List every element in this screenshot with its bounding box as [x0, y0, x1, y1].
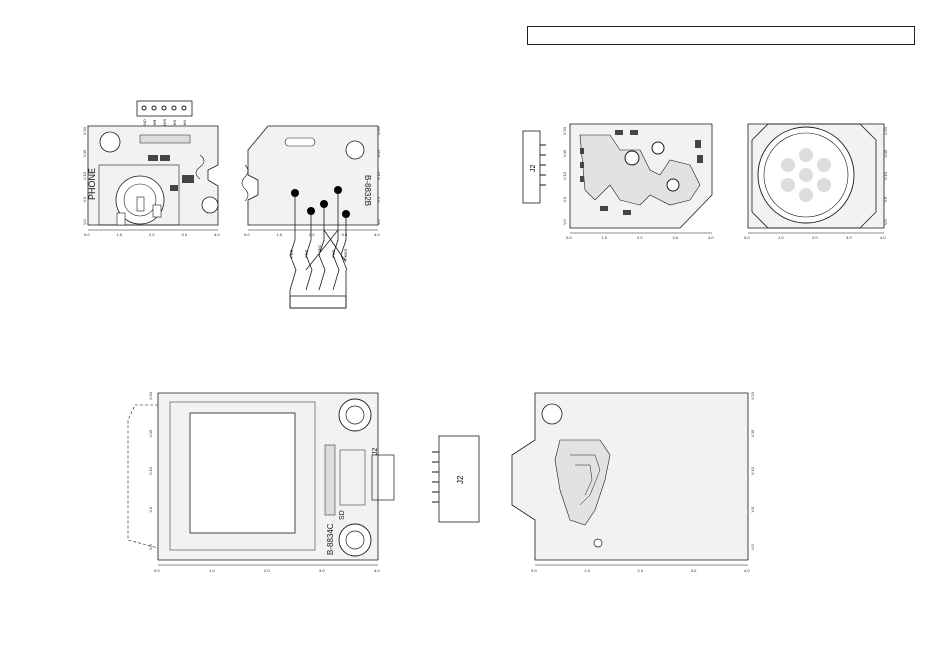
pin-label-1: GND [142, 119, 147, 128]
pin-label-4: PHS [172, 119, 177, 128]
tick-label: V.5 [148, 506, 153, 512]
tick-label: 3.0 [691, 568, 697, 573]
title-box [527, 26, 915, 45]
tick-label: 1.0 [778, 235, 784, 240]
tick-label: 0.0 [531, 568, 537, 573]
pcb-board-top-left-back: B-8832B [241, 125, 379, 231]
tick-label: 2.0 [264, 568, 270, 573]
tick-label: 4.0 [708, 235, 714, 240]
j2-label-middle: J2 [456, 475, 465, 484]
tick-label: V.0 [750, 544, 755, 550]
sd-label: SD [339, 510, 346, 520]
tick-label: V.5 [883, 196, 888, 202]
tick-label: V.15 [82, 149, 87, 158]
tick-label: 1.0 [117, 232, 123, 237]
tick-label: 3.0 [673, 235, 679, 240]
wire-label-5: PHDS [343, 249, 348, 260]
tick-label: 3.0 [846, 235, 852, 240]
board-id-b8832b: B-8832B [363, 175, 372, 206]
tick-label: V.20 [148, 391, 153, 400]
tick-label: 2.0 [149, 232, 155, 237]
tick-label: V.0 [148, 544, 153, 550]
tick-label: V.20 [376, 126, 381, 135]
j2-label-top: J2 [530, 165, 537, 173]
tick-label: V.20 [82, 126, 87, 135]
phone-label: PHONE [87, 168, 97, 200]
tick-label: V.0 [883, 219, 888, 225]
tick-label: 1.0 [584, 568, 590, 573]
tick-label: V.10 [750, 466, 755, 475]
tick-label: 0.0 [154, 568, 160, 573]
pin-label-3: PHDS [162, 119, 167, 130]
tick-label: 1.0 [277, 232, 283, 237]
pin-label-2: PHR [152, 119, 157, 128]
pcb-board-top-right-middle [569, 123, 713, 234]
tick-label: V.10 [376, 171, 381, 180]
tick-label: 1.0 [602, 235, 608, 240]
pcb-board-bottom-left: B-8834C SD J2 [127, 392, 395, 566]
tick-label: V.0 [82, 219, 87, 225]
tick-label: V.10 [562, 171, 567, 180]
tick-label: 3.0 [319, 568, 325, 573]
tick-label: V.20 [750, 391, 755, 400]
tick-label: V.5 [82, 196, 87, 202]
tick-label: V.10 [82, 171, 87, 180]
wire-label-3: MIC [317, 245, 322, 252]
tick-label: V.20 [562, 126, 567, 135]
tick-label: V.10 [148, 466, 153, 475]
pcb-board-bottom-right [511, 392, 749, 566]
top-connector: GND PHR PHDS PHS PH4 [136, 100, 193, 130]
tick-label: 1.0 [209, 568, 215, 573]
tick-label: V.0 [562, 219, 567, 225]
tick-label: V.5 [562, 196, 567, 202]
tick-label: 2.0 [309, 232, 315, 237]
tick-label: V.15 [148, 429, 153, 438]
tick-label: 4.0 [374, 232, 380, 237]
tick-label: V.5 [750, 506, 755, 512]
j2-connector-middle: J2 [432, 435, 480, 523]
tick-label: 4.0 [374, 568, 380, 573]
j2-label-bottom-left: J2 [372, 448, 379, 456]
pin-label-5: PH4 [182, 119, 187, 128]
tick-label: V.5 [376, 196, 381, 202]
tick-label: 3.0 [342, 232, 348, 237]
tick-label: V.0 [376, 219, 381, 225]
wire-label-1: PHR [289, 249, 294, 258]
tick-label: 4.0 [744, 568, 750, 573]
wire-label-2: PHS [304, 249, 309, 258]
wire-harness [289, 190, 348, 309]
tick-label: 2.0 [812, 235, 818, 240]
tick-label: V.20 [883, 126, 888, 135]
tick-label: V.15 [376, 149, 381, 158]
tick-label: V.15 [883, 149, 888, 158]
j2-connector-top-right: J2 [522, 130, 546, 204]
tick-label: 3.0 [182, 232, 188, 237]
tick-label: V.15 [562, 149, 567, 158]
pcb-board-top-left-front: PHONE [87, 125, 219, 231]
tick-label: 0.0 [244, 232, 250, 237]
wire-label-4: PHD [331, 249, 336, 258]
pcb-board-top-right-speaker [747, 123, 885, 234]
tick-label: V.15 [750, 429, 755, 438]
tick-label: 0.0 [84, 232, 90, 237]
tick-label: 0.0 [744, 235, 750, 240]
tick-label: 0.0 [566, 235, 572, 240]
board-id-b8834c: B-8834C [326, 523, 335, 555]
wire-labels: PHR PHS MIC PHD PHDS [289, 245, 348, 260]
tick-label: 2.0 [638, 568, 644, 573]
tick-label: 4.0 [214, 232, 220, 237]
tick-label: 4.0 [880, 235, 886, 240]
tick-label: 2.0 [637, 235, 643, 240]
tick-label: V.10 [883, 171, 888, 180]
